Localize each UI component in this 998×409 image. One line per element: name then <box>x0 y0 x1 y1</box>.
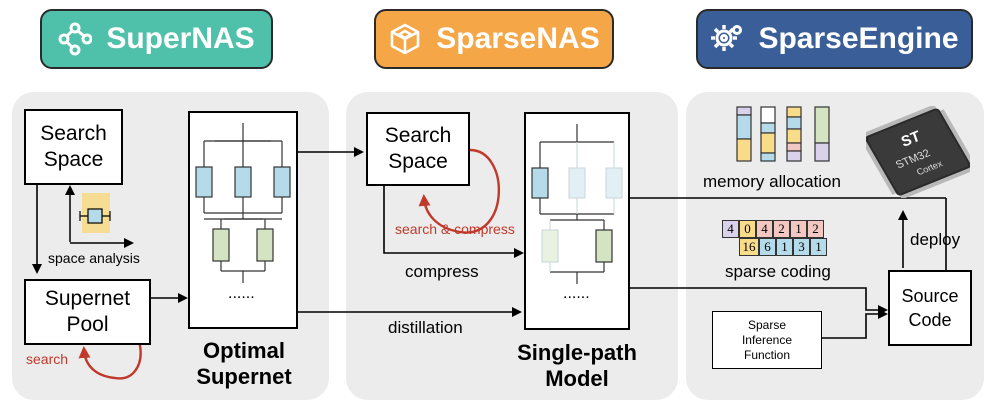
sparse-cell: 1 <box>790 220 807 238</box>
supernet-pool-box: Supernet Pool <box>24 279 151 345</box>
supernet-pool-line2: Pool <box>66 313 109 336</box>
inference-line1: Sparse <box>747 317 787 332</box>
sparse-inference-function-box: Sparse Inference Function <box>712 311 822 369</box>
optimal-line2: Supernet <box>196 364 292 389</box>
sparse-cell: 0 <box>739 220 756 238</box>
memory-allocation-bars <box>736 106 830 162</box>
microcontroller-chip-icon: ST STM32 Cortex <box>866 106 970 198</box>
single-path-box <box>524 112 630 330</box>
source-code-box: Source Code <box>888 270 972 346</box>
sparse-cell: 1 <box>776 238 793 256</box>
sparsenas-search-space-box: Search Space <box>366 112 470 186</box>
sparse-cell: 4 <box>722 220 739 238</box>
source-line1: Source <box>901 286 959 306</box>
distillation-label: distillation <box>388 318 463 337</box>
space-analysis-plot <box>65 185 134 248</box>
cube-icon <box>390 23 420 55</box>
gears-icon <box>711 25 743 51</box>
deploy-label: deploy <box>910 230 961 249</box>
supernet-pool-line1: Supernet <box>44 287 131 310</box>
search-label: search <box>26 351 69 367</box>
inference-line3: Function <box>743 347 791 362</box>
sparse-cell: 4 <box>756 220 773 238</box>
sparse-cell: 16 <box>739 238 759 256</box>
memory-allocation-label: memory allocation <box>703 172 841 191</box>
single-path-label: Single-path Model <box>512 340 642 392</box>
sparse-cell: 6 <box>759 238 776 256</box>
sparseengine-header: SparseEngine <box>696 9 973 69</box>
search-space-line2: Space <box>43 148 104 171</box>
optimal-dots: ...... <box>228 285 255 302</box>
optimal-line1: Optimal <box>203 338 285 363</box>
sparse-cell: 3 <box>793 238 810 256</box>
sparsenas-header: SparseNAS <box>374 9 614 69</box>
optimal-supernet-graph <box>195 123 291 283</box>
single-path-dots: ...... <box>563 285 590 302</box>
optimal-supernet-label: Optimal Supernet <box>186 338 302 390</box>
single-path-graph <box>531 124 623 284</box>
single-path-line2: Model <box>545 366 609 391</box>
space-analysis-label: space analysis <box>48 250 140 266</box>
source-line2: Code <box>908 310 952 330</box>
sparse-coding-label: sparse coding <box>725 262 831 281</box>
inference-line2: Inference <box>741 332 793 347</box>
sparsenas-search-space-line2: Space <box>388 150 448 173</box>
network-nodes-icon <box>58 22 93 56</box>
single-path-line1: Single-path <box>517 340 637 365</box>
sparse-cell: 2 <box>807 220 824 238</box>
sparsenas-search-space-line1: Search <box>384 124 452 147</box>
sparse-cell: 1 <box>810 238 827 256</box>
sparseengine-title: SparseEngine <box>758 22 959 55</box>
search-compress-label: search & compress <box>395 221 515 237</box>
search-space-line1: Search <box>40 122 107 145</box>
supernas-header: SuperNAS <box>40 9 273 69</box>
sparsenas-title: SparseNAS <box>436 22 600 55</box>
search-space-box: Search Space <box>24 109 123 185</box>
sparse-cell: 2 <box>773 220 790 238</box>
compress-label: compress <box>405 262 479 281</box>
supernas-title: SuperNAS <box>106 22 255 55</box>
